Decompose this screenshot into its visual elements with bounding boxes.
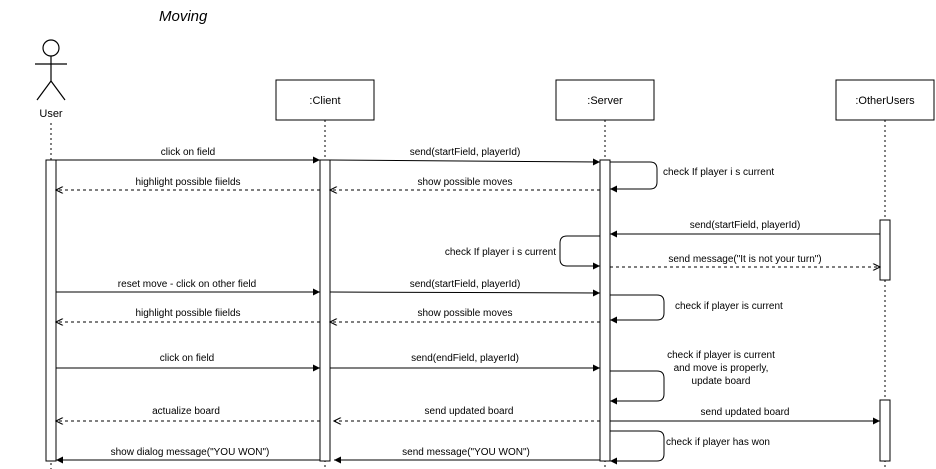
message-label: and move is properly, [674, 363, 769, 374]
message-send-updated-board-others: send updated board [610, 407, 880, 425]
activation-user [45, 159, 57, 462]
message-label: actualize board [152, 406, 220, 417]
message-check-player-current-left: check If player i s current [445, 235, 600, 270]
message-check-player-current: check If player i s current [610, 161, 774, 193]
message-label: show dialog message("YOU WON") [111, 447, 270, 458]
message-show-possible-moves-2: show possible moves [330, 308, 600, 322]
message-label: send(endField, playerId) [411, 353, 519, 364]
message-label: send updated board [701, 407, 790, 418]
message-label: show possible moves [417, 177, 512, 188]
message-highlight-possible-fields: highlight possible fiields [56, 177, 320, 190]
participant-server-label: :Server [587, 95, 623, 107]
message-check-player-current-2: check if player is current [610, 294, 783, 324]
message-label: show possible moves [417, 308, 512, 319]
message-label: click on field [160, 353, 214, 364]
activation-other-users-1 [879, 219, 891, 281]
participant-client: :Client [275, 79, 375, 121]
participant-server: :Server [555, 79, 655, 121]
message-send-start-field: send(startField, playerId) [329, 147, 601, 166]
message-other-send-start-field: send(startField, playerId) [610, 220, 880, 238]
message-label: send(startField, playerId) [410, 279, 521, 290]
message-label: check If player i s current [663, 167, 774, 178]
message-label: send(startField, playerId) [690, 220, 801, 231]
activation-other-users-2 [879, 399, 891, 462]
activation-client [319, 159, 331, 462]
message-click-on-field-2: click on field [56, 353, 320, 372]
message-label: check If player i s current [445, 247, 556, 258]
message-send-start-field-2: send(startField, playerId) [329, 279, 601, 297]
participant-other-users-label: :OtherUsers [855, 95, 915, 107]
message-label: highlight possible fiields [135, 177, 240, 188]
message-label: send(startField, playerId) [410, 147, 521, 158]
message-highlight-possible-fields-2: highlight possible fiields [56, 308, 320, 322]
participant-user: User [35, 39, 67, 120]
message-reset-move: reset move - click on other field [56, 279, 320, 296]
participant-user-label: User [39, 108, 63, 120]
participant-other-users: :OtherUsers [835, 79, 935, 121]
message-label: check if player is current [667, 350, 775, 361]
participant-client-label: :Client [309, 95, 340, 107]
message-label: send updated board [425, 406, 514, 417]
message-label: update board [692, 376, 751, 387]
user-actor-icon [35, 39, 67, 101]
message-not-your-turn: send message("It is not your turn") [610, 254, 880, 267]
message-show-possible-moves: show possible moves [330, 177, 600, 190]
message-label: send message("It is not your turn") [668, 254, 821, 265]
message-label: click on field [161, 147, 215, 158]
message-show-dialog-you-won: show dialog message("YOU WON") [56, 447, 320, 464]
message-click-on-field: click on field [56, 147, 320, 164]
message-label: highlight possible fiields [135, 308, 240, 319]
message-send-updated-board-client: send updated board [334, 406, 600, 421]
message-send-end-field: send(endField, playerId) [330, 353, 600, 372]
message-label: send message("YOU WON") [402, 447, 530, 458]
message-check-player-won: check if player has won [610, 430, 770, 465]
diagram-title: Moving [159, 8, 208, 25]
message-actualize-board: actualize board [56, 406, 320, 421]
message-label: check if player has won [666, 437, 770, 448]
message-label: reset move - click on other field [118, 279, 256, 290]
message-send-you-won: send message("YOU WON") [334, 447, 600, 464]
message-check-update-board: check if player is current and move is p… [610, 350, 775, 405]
message-label: check if player is current [675, 301, 783, 312]
activation-server [599, 159, 611, 462]
